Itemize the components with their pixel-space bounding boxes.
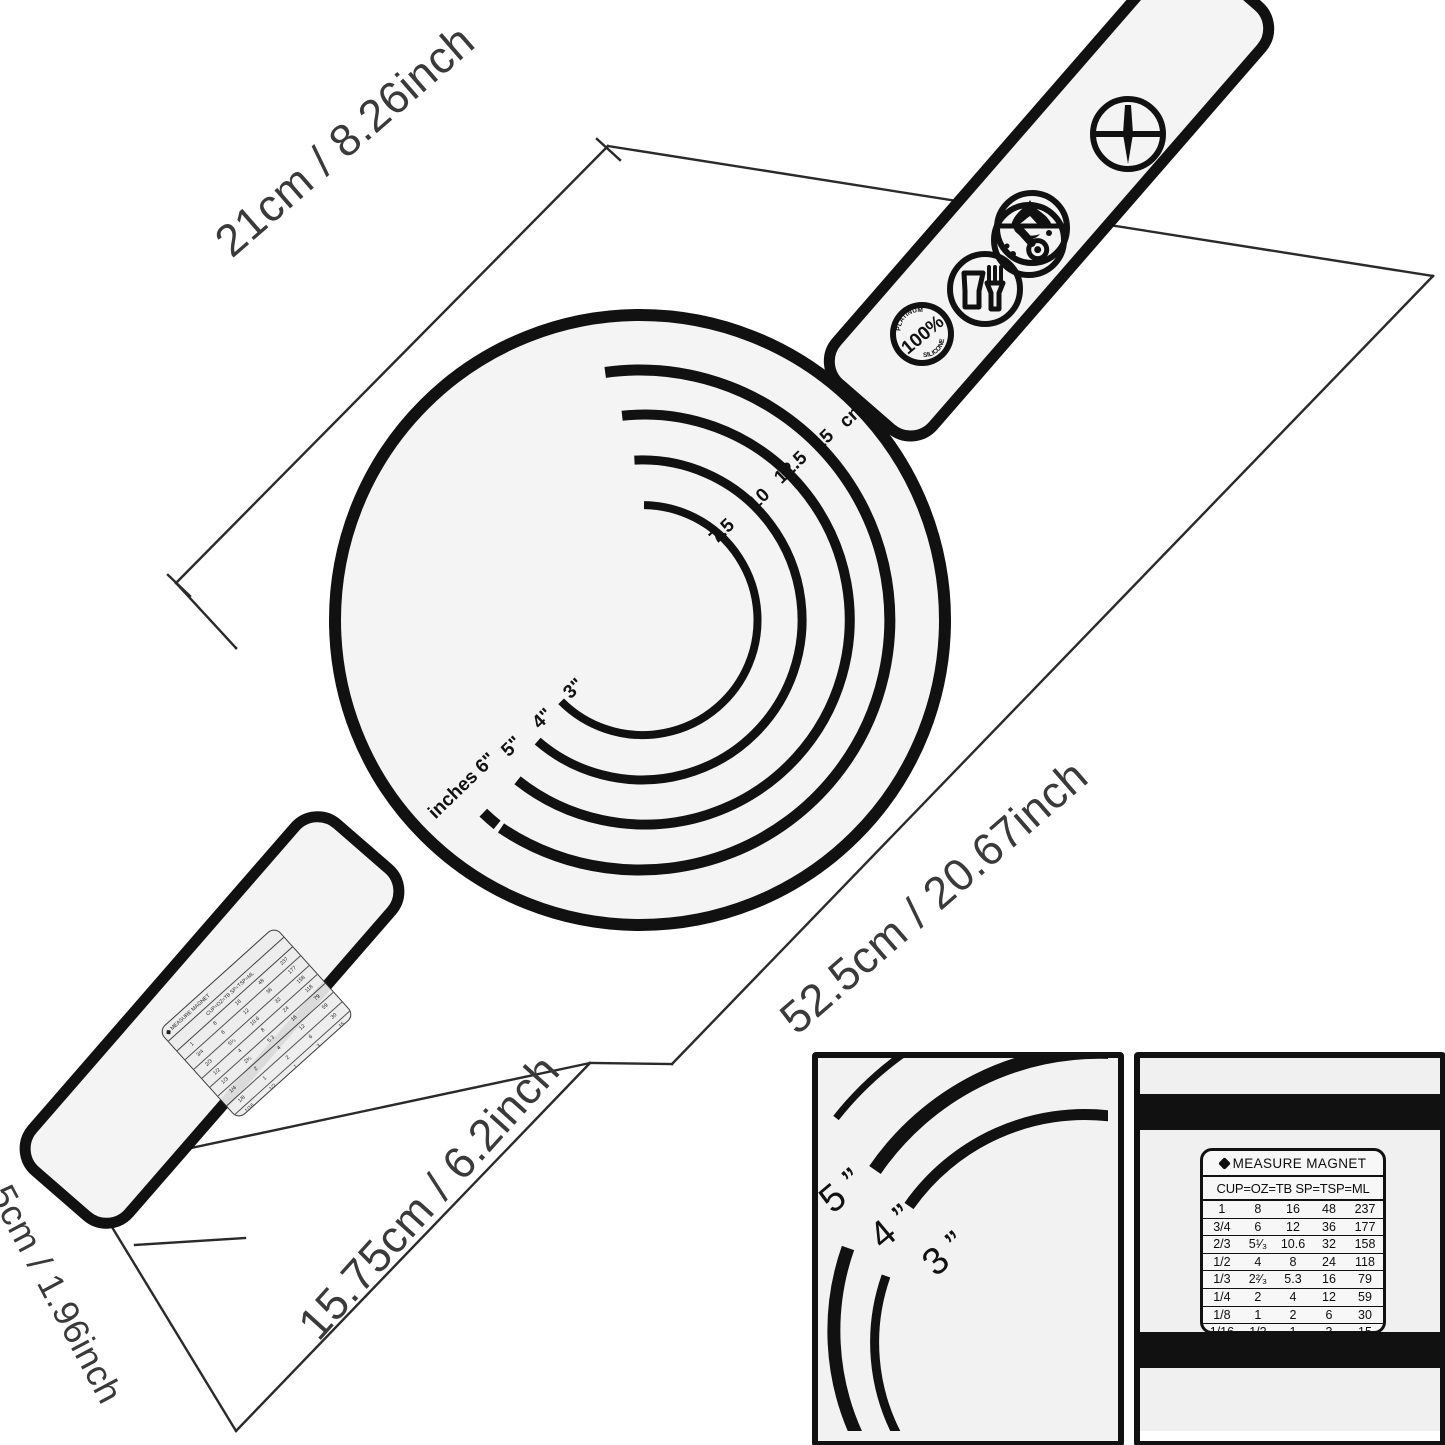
table-cell: 1/2 [1213,1254,1231,1269]
table-cell: 1 [1218,1202,1226,1217]
temperature-resistant-thermometer-icon [991,202,1067,278]
table-cell: 8 [1289,1254,1297,1269]
table-row: 1 8 16 48 237 [1203,1201,1383,1219]
table-cell: 3 [1325,1325,1333,1334]
table-cell: 8 [1254,1202,1262,1217]
table-cell: 59 [1358,1290,1372,1305]
table-cell: 24 [1322,1254,1336,1269]
table-cell: 237 [1354,1202,1376,1217]
table-cell: 30 [1358,1307,1372,1322]
table-cell: 2 [1289,1307,1297,1322]
measure-magnet-header-row: CUP=OZ=TB SP=TSP=ML [1203,1177,1383,1201]
table-cell: 3/4 [1213,1219,1231,1234]
table-cell: 1/16 [1209,1325,1235,1334]
table-cell: 1/4 [1213,1290,1231,1305]
table-cell: 12 [1286,1219,1300,1234]
table-cell: 10.6 [1280,1237,1306,1252]
table-cell: 5¹⁄₃ [1248,1237,1268,1252]
measure-magnet-title-text: MEASURE MAGNET [1232,1155,1367,1171]
arc-closeup-graphic [818,1058,1108,1431]
knife-safe-icon [1090,96,1166,172]
diamond-bullet-icon [166,1029,171,1034]
table-cell: 15 [1358,1325,1372,1334]
detail-panel-circle-scale: 5 ” 4 ” 3 ” [812,1052,1124,1445]
table-cell: 16 [1286,1202,1300,1217]
table-cell: 118 [1355,1254,1375,1269]
table-cell: 4 [1254,1254,1262,1269]
measure-magnet-title-row: MEASURE MAGNET [1203,1151,1383,1177]
table-cell: 6 [1325,1307,1333,1322]
table-cell: 2 [1254,1290,1262,1305]
table-row: 1/3 2²⁄₃ 5.3 16 79 [1203,1271,1383,1289]
mat-white-band-bottom [1140,1368,1440,1431]
table-row: 3/4 6 12 36 177 [1203,1219,1383,1237]
table-cell: 16 [1322,1272,1336,1287]
table-cell: 36 [1322,1219,1336,1234]
table-row: 1/2 4 8 24 118 [1203,1254,1383,1272]
table-cell: 1 [1289,1325,1297,1334]
mat-black-band-bottom [1140,1332,1440,1368]
table-cell: 177 [1354,1219,1376,1234]
table-cell: 1/3 [1213,1272,1231,1287]
table-row: 1/16 1/2 1 3 15 [1203,1324,1383,1334]
diamond-bullet-icon [1217,1156,1231,1170]
table-cell: 6 [1254,1219,1262,1234]
table-cell: 1 [1254,1307,1262,1322]
table-cell: 5.3 [1284,1272,1302,1287]
table-cell: 79 [1358,1272,1372,1287]
table-cell: 1/2 [1249,1325,1267,1334]
table-cell: 2/3 [1213,1237,1231,1252]
table-row: 1/8 1 2 6 30 [1203,1307,1383,1325]
table-row: 2/3 5¹⁄₃ 10.6 32 158 [1203,1236,1383,1254]
platinum-silicone-badge-icon: 100% PLATINUM SILICONE [890,301,954,366]
table-cell: 1/8 [1213,1307,1231,1322]
mat-black-band-top [1140,1094,1440,1130]
food-safe-glass-fork-icon [947,251,1023,327]
mat-white-band-top [1140,1058,1440,1094]
table-cell: 32 [1322,1237,1336,1252]
table-cell: 158 [1354,1237,1376,1252]
table-cell: 4 [1289,1290,1297,1305]
table-cell: 48 [1322,1202,1336,1217]
table-row: 1/4 2 4 12 59 [1203,1289,1383,1307]
table-cell: 12 [1322,1290,1336,1305]
table-cell: 2²⁄₃ [1248,1272,1268,1287]
